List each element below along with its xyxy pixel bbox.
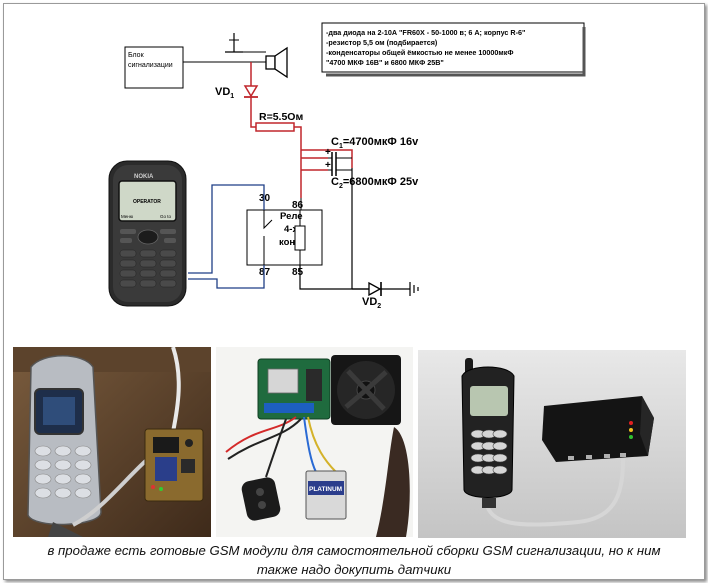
note-line-3: -конденсаторы общей ёмкостью не менее 10…	[326, 48, 513, 57]
circuit-diagram: Блок сигнализации VD1 R=5.5Ом + + C1=470…	[108, 22, 586, 310]
photo-siemens-phone-board	[13, 347, 211, 537]
relay-pin-30: 30	[259, 193, 271, 204]
fan-icon	[331, 355, 401, 425]
siemens-c35-phone-icon	[461, 358, 515, 508]
relay-title-3: конт	[279, 237, 300, 248]
nokia-phone-illustration: NOKIA OPERATOR Меню Go to	[108, 160, 187, 307]
c1-label: C1=4700мкФ 16v	[331, 136, 419, 150]
photo-phone-box	[418, 350, 686, 538]
note-line-1: -два диода на 2-10А "FR60X - 50-1000 в; …	[326, 28, 525, 37]
diode-vd2-label: VD2	[362, 296, 381, 310]
alarm-block-label-2: сигнализации	[128, 62, 173, 69]
caption-line-1: в продаже есть готовые GSM модули для са…	[47, 543, 661, 558]
relay-title-1: Реле	[280, 211, 303, 222]
resistor-icon	[255, 122, 295, 132]
phone-brand: NOKIA	[134, 174, 154, 180]
battery-9v-icon: PLATINUM	[305, 470, 347, 520]
relay-box	[246, 209, 323, 266]
c2-label: C2=6800мкФ 25v	[331, 176, 419, 190]
phone-soft-left: Меню	[121, 214, 134, 219]
diode-vd2-icon	[368, 281, 382, 297]
caption-line-2: также надо докупить датчики	[256, 562, 452, 577]
key-fob-icon	[241, 477, 281, 521]
phone-screen-text: OPERATOR	[133, 199, 161, 205]
ground-top-icon	[225, 33, 243, 53]
wire-phone-87	[188, 265, 265, 289]
relay-title-2: 4-х	[284, 224, 298, 235]
capacitor-c2-icon	[328, 164, 352, 176]
battery-label: PLATINUM	[309, 486, 342, 493]
speaker-icon	[265, 46, 288, 79]
relay-pin-86: 86	[292, 200, 304, 211]
alarm-box-icon	[542, 396, 654, 462]
phone-soft-right: Go to	[160, 214, 172, 219]
relay-pin-85: 85	[292, 267, 304, 278]
gsm-module-board-icon	[257, 358, 331, 420]
diode-vd1-label: VD1	[215, 86, 234, 100]
resistor-label: R=5.5Ом	[259, 111, 303, 123]
ground-right-icon	[409, 282, 419, 296]
siemens-phone-icon	[27, 355, 102, 537]
pcb-board-icon	[144, 428, 204, 502]
capacitor-c1-icon	[328, 152, 352, 164]
diode-vd1-icon	[243, 85, 259, 98]
note-line-4: "4700 МКФ 16В" и 6800 МКФ 25В"	[326, 58, 444, 67]
c2-plus: +	[325, 160, 331, 171]
note-line-2: -резистор 5,5 ом (подбирается)	[326, 38, 438, 47]
notes-box	[321, 22, 585, 73]
alarm-block-label-1: Блок	[128, 52, 145, 59]
alarm-block	[124, 46, 184, 89]
figure-caption: в продаже есть готовые GSM модули для са…	[0, 541, 708, 579]
relay-switch-icon	[263, 210, 273, 265]
c1-plus: +	[325, 147, 331, 158]
wire-phone-30	[188, 184, 265, 274]
photo-gsm-kit: PLATINUM	[216, 347, 413, 537]
relay-pin-87: 87	[259, 267, 271, 278]
relay-coil-icon	[294, 210, 306, 265]
